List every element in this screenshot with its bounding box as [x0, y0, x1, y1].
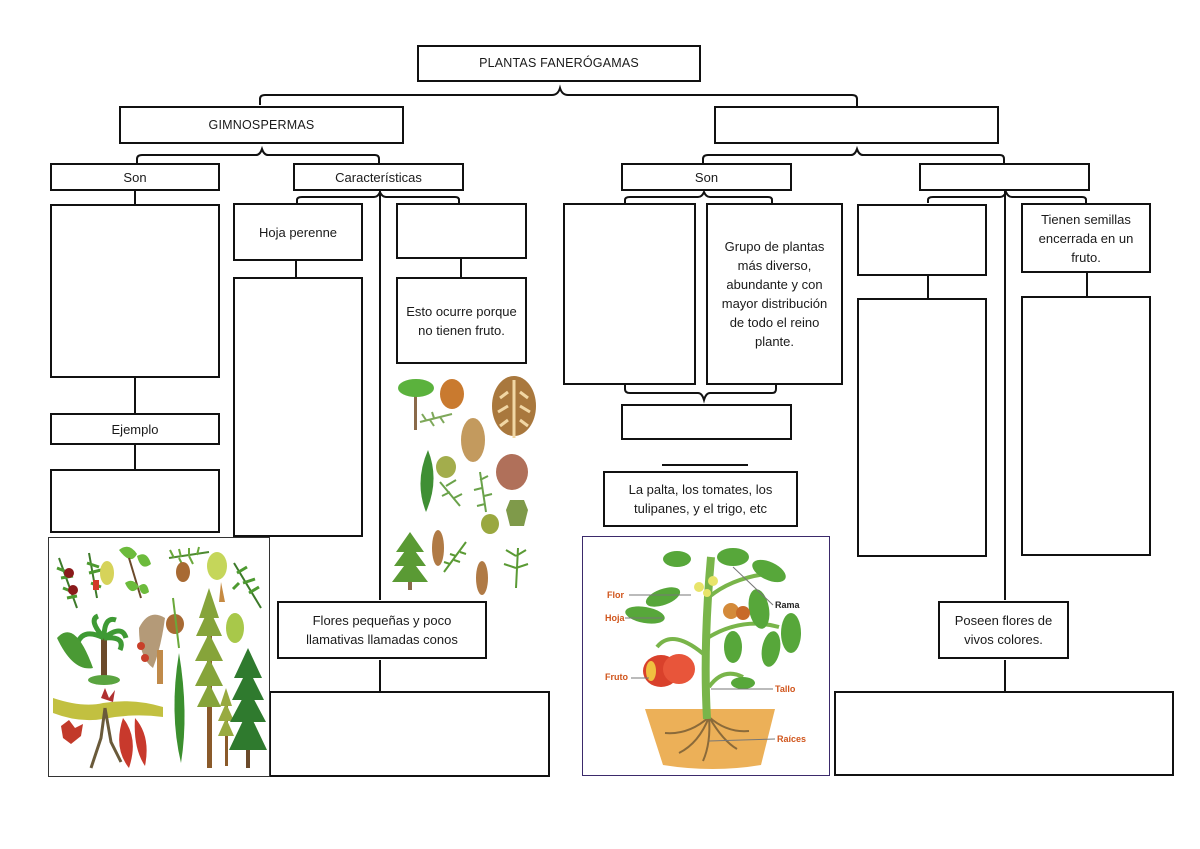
tomato-plant-diagram: Flor Hoja Fruto Rama Tallo Raíces: [582, 536, 830, 776]
gym-hoja-box: Hoja perenne: [233, 203, 363, 261]
gym-flores-box: Flores pequeñas y poco llamativas llamad…: [277, 601, 487, 659]
pine-sprig-icon: [168, 546, 210, 582]
root-title: PLANTAS FANERÓGAMAS: [479, 56, 639, 70]
sequoia-tree-icon: [195, 588, 223, 768]
gym-brace: [136, 145, 380, 163]
fir-tree-icon: [229, 648, 267, 768]
angio-char-right-detail-box[interactable]: [1021, 296, 1151, 556]
angio-flores-detail-box[interactable]: [834, 691, 1174, 776]
angio-caracteristicas-label[interactable]: [919, 163, 1090, 191]
small-sequoia-icon: [218, 688, 234, 766]
branches-icon: [655, 571, 780, 689]
welwitschia-icon: [53, 688, 163, 769]
gym-ejemplo-label: Ejemplo: [50, 413, 220, 445]
gym-hoja-text: Hoja perenne: [258, 224, 338, 240]
angio-char-left-box[interactable]: [857, 204, 987, 276]
seed-fern-icon: [137, 614, 165, 684]
gymnosperm-collage-image: [48, 537, 270, 777]
label-rama: Rama: [775, 600, 801, 610]
gym-ejemplo-answer-box[interactable]: [50, 469, 220, 533]
cycad-cone-icon: [207, 552, 227, 602]
soil-icon: [645, 709, 775, 769]
angio-son-right-box: Grupo de plantas más diverso, abundante …: [706, 203, 843, 385]
green-cone-icon: [226, 613, 244, 643]
gymnosperms-title: GIMNOSPERMAS: [208, 117, 315, 132]
angio-brace: [702, 145, 1005, 163]
ginkgo-icon: [100, 546, 151, 599]
gym-ejemplo-text: Ejemplo: [111, 421, 159, 437]
label-flor: Flor: [607, 590, 624, 600]
branch-right-icon: [231, 562, 262, 609]
root-node: PLANTAS FANERÓGAMAS: [417, 45, 701, 82]
open-pine-cone-icon: [492, 376, 536, 438]
spruce-branch-icon: [503, 547, 529, 589]
root-brace: [259, 84, 858, 106]
gym-son-label: Son: [50, 163, 220, 191]
gymnosperms-node: GIMNOSPERMAS: [119, 106, 404, 144]
angio-flores-box: Poseen flores de vivos colores.: [938, 601, 1069, 659]
label-hoja: Hoja: [605, 613, 625, 623]
angio-char-right-text: Tienen semillas encerrada en un fruto.: [1038, 211, 1134, 265]
brown-cone-icon: [496, 454, 528, 490]
angio-son-bottom-box[interactable]: [621, 404, 792, 440]
flower-icon: [694, 576, 718, 597]
long-cone-icon-2: [476, 561, 488, 595]
angio-son-text: Son: [694, 169, 719, 185]
angio-flores-text: Poseen flores de vivos colores.: [954, 613, 1053, 647]
gym-hoja-detail-box[interactable]: [233, 277, 363, 537]
long-cone-icon: [432, 530, 444, 566]
char-brace: [296, 189, 460, 203]
angio-char-right-box: Tienen semillas encerrada en un fruto.: [1021, 203, 1151, 273]
gym-caracteristicas-text: Características: [335, 169, 422, 185]
roots-icon: [664, 716, 750, 762]
green-tomato-icon: [723, 603, 750, 620]
yew-branch-icon: [56, 557, 78, 609]
angiosperms-node[interactable]: [714, 106, 999, 144]
label-raices: Raíces: [777, 734, 806, 744]
cypress-tree-icon: [174, 653, 185, 763]
angio-examples-box: La palta, los tomates, los tulipanes, y …: [603, 471, 798, 527]
angio-son-right-text: Grupo de plantas más diverso, abundante …: [721, 239, 828, 349]
son-brace: [624, 189, 773, 203]
small-conifer-branch-icon: [86, 552, 102, 599]
angio-son-left-box[interactable]: [563, 203, 696, 385]
angio-son-label: Son: [621, 163, 792, 191]
angio-examples-text: La palta, los tomates, los tulipanes, y …: [628, 482, 773, 516]
label-fruto: Fruto: [605, 672, 628, 682]
gym-semilla-reason-box: Esto ocurre porque no tienen fruto.: [396, 277, 527, 364]
fir-branch-icon: [443, 541, 467, 573]
gym-son-text: Son: [123, 169, 147, 185]
cones-collage-image: [390, 372, 542, 598]
char-right-brace: [927, 189, 1087, 203]
orange-cone-icon: [440, 379, 464, 409]
pine-tree-icon: [398, 379, 453, 430]
gym-semilla-box[interactable]: [396, 203, 527, 259]
juniper-cone-icon: [506, 500, 528, 526]
cone-icon-2: [166, 597, 184, 649]
gym-flores-detail-box[interactable]: [269, 691, 550, 777]
fern-leaf-icon: [57, 632, 93, 669]
angio-char-left-detail-box[interactable]: [857, 298, 987, 557]
spruce-cone-icon: [461, 418, 485, 462]
fir-icon: [392, 532, 428, 590]
gym-caracteristicas-label: Características: [293, 163, 464, 191]
leaves-icon: [625, 548, 801, 689]
label-tallo: Tallo: [775, 684, 796, 694]
tomato-fruit-icon: [643, 654, 695, 687]
gym-son-answer-box[interactable]: [50, 204, 220, 378]
cypress-icon: [420, 450, 463, 512]
son-bottom-brace: [624, 384, 777, 404]
stem-icon: [701, 556, 715, 720]
gym-flores-text: Flores pequeñas y poco llamativas llamad…: [306, 613, 458, 647]
cedar-sprig-icon: [473, 471, 499, 534]
gym-semilla-reason: Esto ocurre porque no tienen fruto.: [406, 303, 517, 338]
cycad-palm-icon: [75, 613, 129, 685]
